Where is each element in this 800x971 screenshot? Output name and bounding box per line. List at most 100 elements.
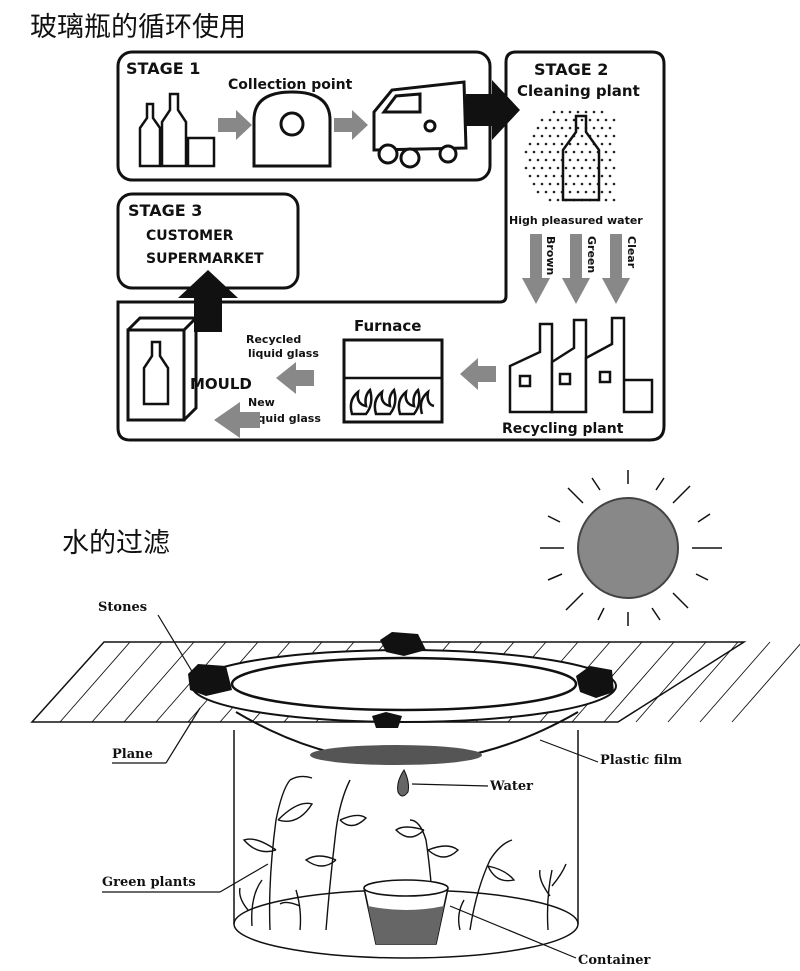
spray-dot bbox=[548, 198, 552, 202]
stage2-label: STAGE 2 bbox=[534, 60, 608, 79]
spray-dot bbox=[528, 174, 532, 178]
spray-dot bbox=[536, 142, 540, 146]
spray-dot bbox=[568, 126, 572, 130]
spray-dot bbox=[584, 190, 588, 194]
spray-dot bbox=[540, 182, 544, 186]
spray-dot bbox=[556, 118, 560, 122]
spray-dot bbox=[576, 158, 580, 162]
spray-dot bbox=[580, 182, 584, 186]
water-title: 水的过滤 bbox=[62, 528, 170, 559]
new-liquid-glass-label: liquid glass bbox=[250, 412, 321, 425]
flames-icon bbox=[349, 387, 435, 416]
furnace-icon bbox=[342, 338, 444, 424]
spray-dot bbox=[548, 182, 552, 186]
truck-icon bbox=[372, 80, 468, 169]
hatch-line bbox=[91, 641, 163, 723]
collection-point-label: Collection point bbox=[228, 77, 353, 93]
spray-dot bbox=[596, 134, 600, 138]
spray-dot bbox=[592, 110, 596, 114]
spray-dot bbox=[544, 158, 548, 162]
spray-dot bbox=[560, 110, 564, 114]
spray-dot bbox=[608, 174, 612, 178]
spray-dot bbox=[604, 150, 608, 154]
spray-dot bbox=[536, 158, 540, 162]
stage2-frame bbox=[116, 50, 666, 442]
spray-dot bbox=[580, 166, 584, 170]
stones-label: Stones bbox=[98, 600, 147, 615]
stones-icon bbox=[188, 632, 614, 728]
spray-dot bbox=[568, 174, 572, 178]
spray-dot bbox=[604, 134, 608, 138]
spray-dot bbox=[556, 166, 560, 170]
recycling-plant-label: Recycling plant bbox=[502, 421, 624, 437]
spray-dot bbox=[524, 166, 528, 170]
glass-title: 玻璃瓶的循环使用 bbox=[30, 12, 246, 43]
spray-dot bbox=[584, 158, 588, 162]
spray-dot bbox=[576, 174, 580, 178]
spray-dot bbox=[552, 174, 556, 178]
spray-dot bbox=[544, 174, 548, 178]
spray-dot bbox=[572, 166, 576, 170]
spray-dot bbox=[608, 190, 612, 194]
sort-arrows-icon bbox=[522, 234, 630, 304]
spray-dot bbox=[568, 190, 572, 194]
sun-icon bbox=[540, 470, 722, 626]
spray-dot bbox=[612, 198, 616, 202]
plastic-film-label: Plastic film bbox=[600, 753, 682, 768]
recycled-liquid-glass-label: liquid glass bbox=[248, 347, 319, 360]
spray-dot bbox=[548, 134, 552, 138]
arrow-to-collection-icon bbox=[218, 110, 252, 140]
collection-point-icon bbox=[252, 90, 332, 168]
spray-dot bbox=[572, 150, 576, 154]
spray-dot bbox=[548, 118, 552, 122]
condensed-water bbox=[310, 745, 482, 765]
spray-dot bbox=[608, 142, 612, 146]
mould-label: MOULD bbox=[190, 375, 252, 393]
spray-dot bbox=[592, 174, 596, 178]
spray-dot bbox=[612, 150, 616, 154]
spray-dot bbox=[600, 126, 604, 130]
spray-dot bbox=[588, 118, 592, 122]
spray-dot bbox=[604, 118, 608, 122]
clear-label: Clear bbox=[625, 236, 638, 269]
spray-dot bbox=[552, 126, 556, 130]
spray-dot bbox=[584, 110, 588, 114]
spray-dot bbox=[600, 142, 604, 146]
hatch-line bbox=[635, 641, 707, 723]
spray-dot bbox=[540, 150, 544, 154]
spray-dot bbox=[556, 134, 560, 138]
spray-dot bbox=[532, 166, 536, 170]
spray-dots-icon bbox=[524, 110, 616, 202]
mould-icon bbox=[126, 316, 198, 422]
stage1-label: STAGE 1 bbox=[126, 59, 200, 78]
spray-dot bbox=[604, 166, 608, 170]
spray-dot bbox=[544, 126, 548, 130]
plane-label: Plane bbox=[112, 747, 153, 762]
customer-label: CUSTOMER bbox=[146, 228, 234, 244]
spray-dot bbox=[608, 126, 612, 130]
arrow-recycled-glass-icon bbox=[276, 362, 314, 394]
plastic-film bbox=[230, 656, 578, 712]
spray-dot bbox=[552, 190, 556, 194]
spray-dot bbox=[564, 150, 568, 154]
spray-dot bbox=[588, 166, 592, 170]
spray-dot bbox=[592, 158, 596, 162]
spray-dot bbox=[584, 142, 588, 146]
spray-dot bbox=[548, 166, 552, 170]
water-drop-icon bbox=[397, 769, 409, 797]
spray-dot bbox=[588, 150, 592, 154]
arrow-to-stage2-icon bbox=[466, 80, 520, 140]
furnace-label: Furnace bbox=[354, 317, 421, 335]
spray-dot bbox=[612, 118, 616, 122]
spray-dot bbox=[604, 182, 608, 186]
spray-dot bbox=[608, 158, 612, 162]
recycled-label: Recycled bbox=[246, 333, 301, 346]
bottles-icon bbox=[138, 92, 216, 168]
cleaning-bottle-icon bbox=[561, 114, 601, 202]
spray-dot bbox=[556, 182, 560, 186]
spray-dot bbox=[592, 190, 596, 194]
spray-dot bbox=[576, 142, 580, 146]
spray-dot bbox=[568, 158, 572, 162]
cleaning-plant-label: Cleaning plant bbox=[517, 82, 640, 100]
